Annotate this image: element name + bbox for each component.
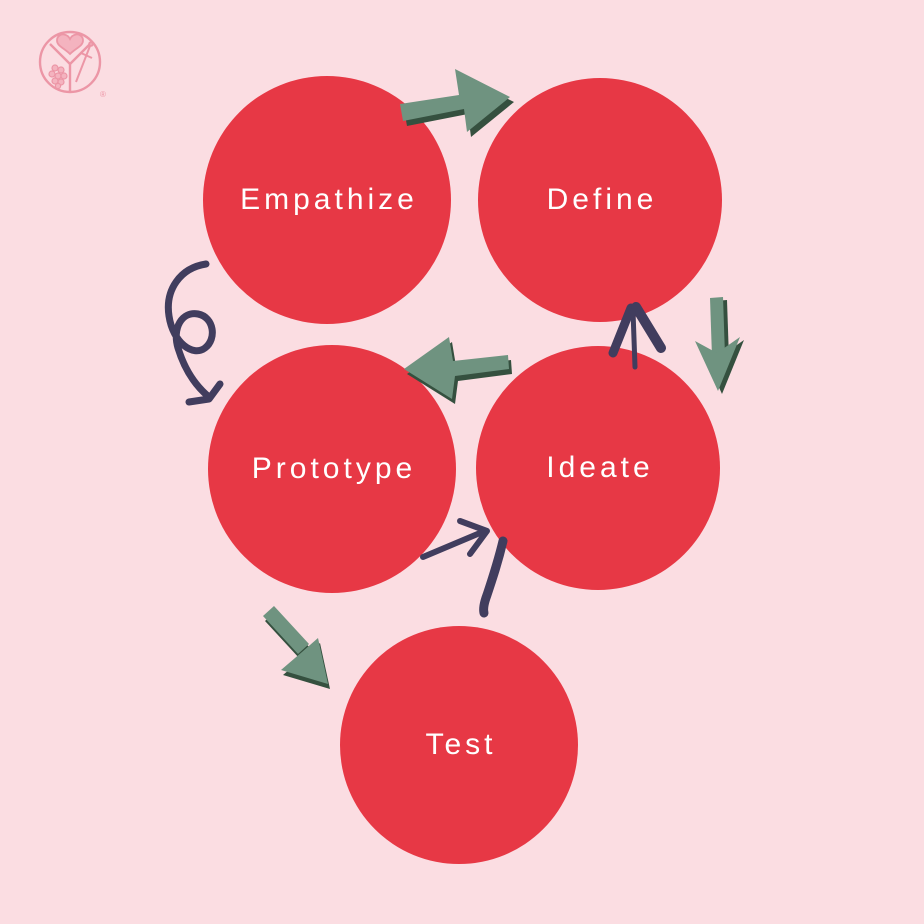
brand-logo-icon	[38, 30, 102, 94]
stage-label-test: Test	[425, 728, 497, 761]
stage-circle-test: Test	[340, 626, 578, 864]
stage-circle-prototype: Prototype	[208, 345, 456, 593]
registered-trademark: ®	[100, 90, 106, 99]
sword-icon	[75, 41, 94, 83]
curve-ideate-to-test-icon	[479, 536, 508, 618]
heart-icon	[56, 33, 84, 56]
stage-label-prototype: Prototype	[251, 452, 417, 485]
stage-label-empathize: Empathize	[240, 183, 418, 216]
arrow-empathize-to-prototype-icon	[164, 260, 224, 406]
stage-label-define: Define	[546, 183, 658, 216]
grapes-icon	[48, 64, 68, 90]
stage-label-ideate: Ideate	[546, 451, 654, 484]
stage-circle-ideate: Ideate	[476, 346, 720, 590]
arrow-define-to-ideate-icon	[695, 297, 744, 394]
stage-circle-empathize: Empathize	[203, 76, 451, 324]
stage-circle-define: Define	[478, 78, 722, 322]
arrow-prototype-to-test-icon	[263, 606, 330, 689]
